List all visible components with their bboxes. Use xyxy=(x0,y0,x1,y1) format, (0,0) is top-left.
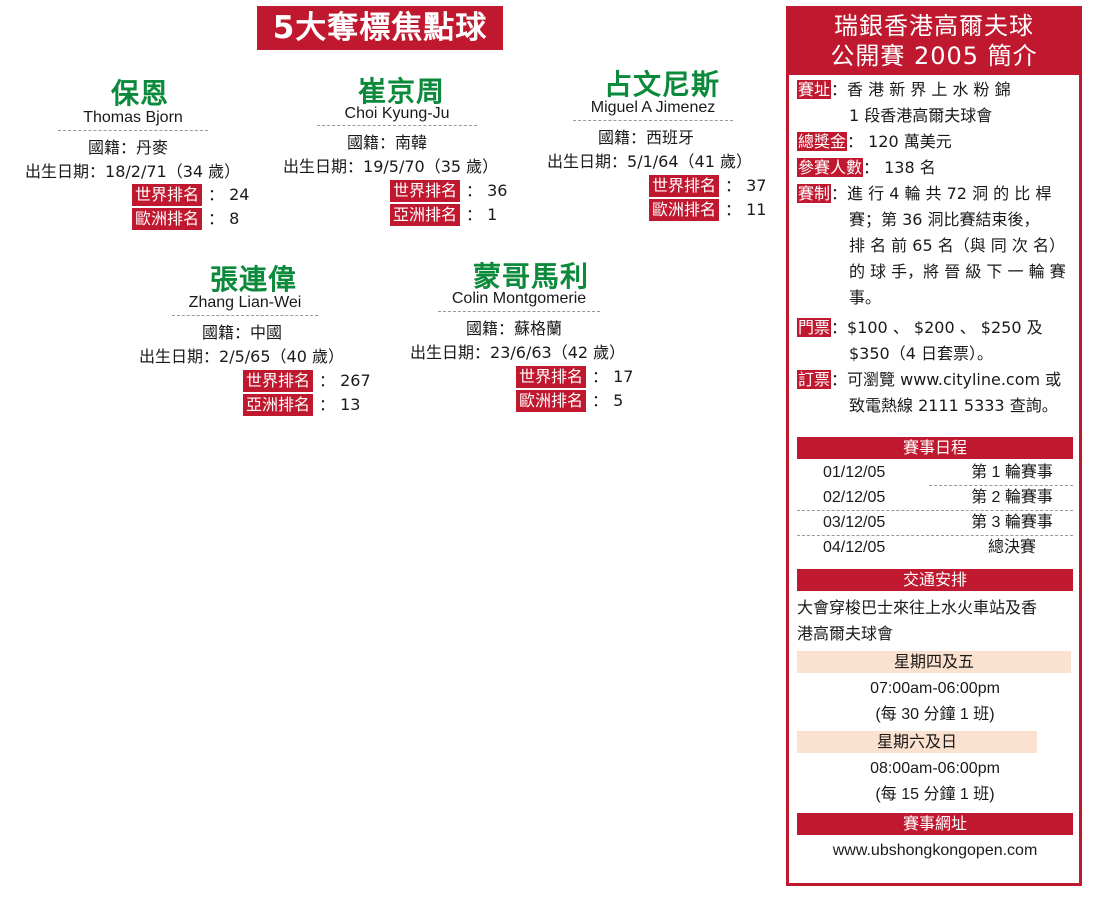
format-cont: 賽；第 36 洞比賽結束後， xyxy=(849,210,1040,229)
divider xyxy=(317,125,477,126)
birth-date: 出生日期：2/5/65（40 歲） xyxy=(139,347,344,366)
nationality: 國籍：丹麥 xyxy=(88,138,169,157)
entrants: 參賽人數： 138 名 xyxy=(797,158,936,177)
rank-row: 世界排名： 37 xyxy=(649,172,766,197)
divider xyxy=(797,535,1073,536)
rank-row: 世界排名： 36 xyxy=(390,177,507,202)
rank-row: 世界排名： 17 xyxy=(516,363,633,388)
birth-date: 出生日期：23/6/63（42 歲） xyxy=(410,343,626,362)
info-sidebar: 瑞銀香港高爾夫球 公開賽 2005 簡介 賽址：香 港 新 界 上 水 粉 錦 … xyxy=(786,6,1082,886)
frequency: (每 30 分鐘 1 班) xyxy=(875,706,995,723)
player-name-cn: 蒙哥馬利 xyxy=(473,260,590,293)
birth-date: 出生日期：19/5/70（35 歲） xyxy=(283,157,499,176)
transport-info: 大會穿梭巴士來往上水火車站及香 港高爾夫球會 xyxy=(797,595,1073,647)
nationality: 國籍：中國 xyxy=(202,323,283,342)
sidebar-title: 瑞銀香港高爾夫球 公開賽 2005 簡介 xyxy=(789,9,1079,75)
prize: 總獎金： 120 萬美元 xyxy=(797,132,952,151)
format: 賽制：進 行 4 輪 共 72 洞 的 比 桿 xyxy=(797,184,1052,203)
divider xyxy=(58,130,208,131)
birth-date: 出生日期：18/2/71（34 歲） xyxy=(25,162,241,181)
player-name-en: Miguel A Jimenez xyxy=(590,99,716,116)
divider xyxy=(573,120,733,121)
venue-cont: 1 段香港高爾夫球會 xyxy=(849,106,993,125)
booking-cont: 致電熱線 2111 5333 查詢。 xyxy=(849,396,1058,415)
player-name-en: Colin Montgomerie xyxy=(451,290,587,307)
rank-row: 歐洲排名： 5 xyxy=(516,387,623,412)
transport-heading: 交通安排 xyxy=(797,569,1073,591)
event-info: 賽址：香 港 新 界 上 水 粉 錦 1 段香港高爾夫球會 總獎金： 120 萬… xyxy=(797,77,1073,419)
nationality: 國籍：蘇格蘭 xyxy=(466,319,563,338)
player-name-cn: 崔京周 xyxy=(358,75,446,108)
tickets-cont: $350（4 日套票）。 xyxy=(849,344,993,363)
rank-row: 亞洲排名： 1 xyxy=(390,201,497,226)
player-name-cn: 張連偉 xyxy=(210,263,298,296)
weekday-band: 星期四及五 xyxy=(797,651,1071,673)
player-name-en: Thomas Bjorn xyxy=(83,109,183,126)
frequency: (每 15 分鐘 1 班) xyxy=(875,786,995,803)
rank-row: 歐洲排名： 11 xyxy=(649,196,766,221)
divider xyxy=(438,311,600,312)
website-heading: 賽事網址 xyxy=(797,813,1073,835)
booking: 訂票：可瀏覽 www.cityline.com 或 xyxy=(797,370,1062,389)
nationality: 國籍：南韓 xyxy=(347,133,428,152)
schedule-heading: 賽事日程 xyxy=(797,437,1073,459)
divider xyxy=(172,315,318,316)
divider xyxy=(797,510,1073,511)
time-range: 08:00am-06:00pm xyxy=(870,760,1000,777)
player-name-cn: 占文尼斯 xyxy=(604,68,721,101)
player-name-en: Choi Kyung-Ju xyxy=(344,105,450,122)
nationality: 國籍：西班牙 xyxy=(598,128,695,147)
transport-line: 港高爾夫球會 xyxy=(797,624,894,643)
venue: 賽址：香 港 新 界 上 水 粉 錦 xyxy=(797,80,1011,99)
rank-row: 世界排名： 24 xyxy=(132,181,249,206)
format-cont: 排 名 前 65 名（與 同 次 名） xyxy=(849,236,1065,255)
divider xyxy=(929,485,1073,486)
rank-row: 亞洲排名： 13 xyxy=(243,391,360,416)
rank-row: 世界排名： 267 xyxy=(243,367,371,392)
weekend-band: 星期六及日 xyxy=(797,731,1037,753)
player-name-cn: 保恩 xyxy=(111,77,170,110)
rank-row: 歐洲排名： 8 xyxy=(132,205,239,230)
transport-line: 大會穿梭巴士來往上水火車站及香 xyxy=(797,598,1038,617)
format-cont: 事。 xyxy=(849,288,882,307)
page-title: 5大奪標焦點球手 xyxy=(257,6,503,90)
website-url[interactable]: www.ubshongkongopen.com xyxy=(832,842,1038,859)
tickets: 門票：$100 、 $200 、 $250 及 xyxy=(797,318,1043,337)
sidebar-title-line: 瑞銀香港高爾夫球 xyxy=(834,12,1034,40)
time-range: 07:00am-06:00pm xyxy=(870,680,1000,697)
player-name-en: Zhang Lian-Wei xyxy=(188,294,302,311)
birth-date: 出生日期：5/1/64（41 歲） xyxy=(547,152,752,171)
sidebar-title-line: 公開賽 2005 簡介 xyxy=(830,42,1038,70)
format-cont: 的 球 手，將 晉 級 下 一 輪 賽 xyxy=(849,262,1066,281)
